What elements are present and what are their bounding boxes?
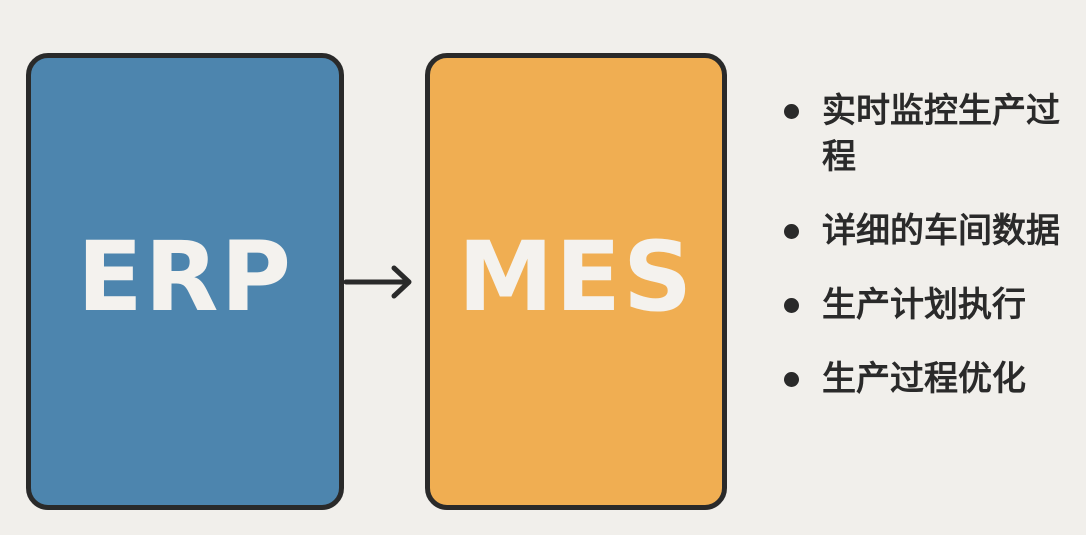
- bullet-icon: [784, 298, 799, 313]
- feature-text: 生产计划执行: [822, 285, 1026, 325]
- bullet-icon: [784, 372, 799, 387]
- bullet-icon: [784, 104, 799, 119]
- erp-box: ERP: [26, 53, 344, 510]
- feature-item: 详细的车间数据: [780, 208, 1062, 254]
- feature-text: 详细的车间数据: [822, 211, 1060, 251]
- erp-label: ERP: [77, 220, 293, 333]
- bullet-icon: [784, 224, 799, 239]
- mes-label: MES: [457, 220, 695, 333]
- feature-text: 实时监控生产过程: [822, 91, 1060, 177]
- feature-item: 生产过程优化: [780, 356, 1062, 402]
- feature-list: 实时监控生产过程 详细的车间数据 生产计划执行 生产过程优化: [780, 88, 1080, 430]
- feature-item: 实时监控生产过程: [780, 88, 1062, 180]
- feature-item: 生产计划执行: [780, 282, 1062, 328]
- feature-text: 生产过程优化: [822, 359, 1026, 399]
- arrow-right-icon: [344, 265, 412, 299]
- mes-box: MES: [425, 53, 727, 510]
